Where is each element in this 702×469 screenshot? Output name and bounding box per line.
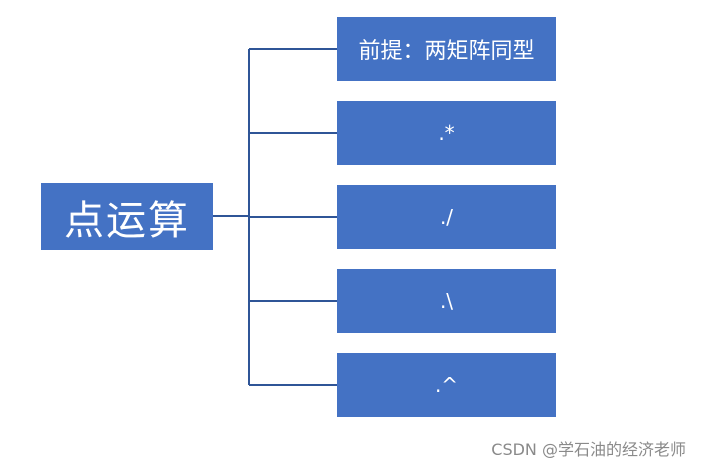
root-node-label: 点运算 bbox=[64, 197, 190, 244]
root-node-dot-operations: 点运算 bbox=[41, 183, 213, 250]
child-node-label: 前提：两矩阵同型 bbox=[358, 39, 535, 64]
watermark: CSDN @学石油的经济老师 bbox=[491, 440, 686, 459]
child-node-elementwise-right-divide: ./ bbox=[337, 185, 556, 249]
child-node-label: .* bbox=[438, 121, 455, 145]
child-node-label: .^ bbox=[434, 373, 459, 397]
child-node-label: ./ bbox=[439, 205, 454, 229]
child-node-elementwise-power: .^ bbox=[337, 353, 556, 417]
child-node-prerequisite: 前提：两矩阵同型 bbox=[337, 17, 556, 81]
child-node-elementwise-multiply: .* bbox=[337, 101, 556, 165]
child-node-label: .\ bbox=[439, 289, 454, 313]
child-node-elementwise-left-divide: .\ bbox=[337, 269, 556, 333]
